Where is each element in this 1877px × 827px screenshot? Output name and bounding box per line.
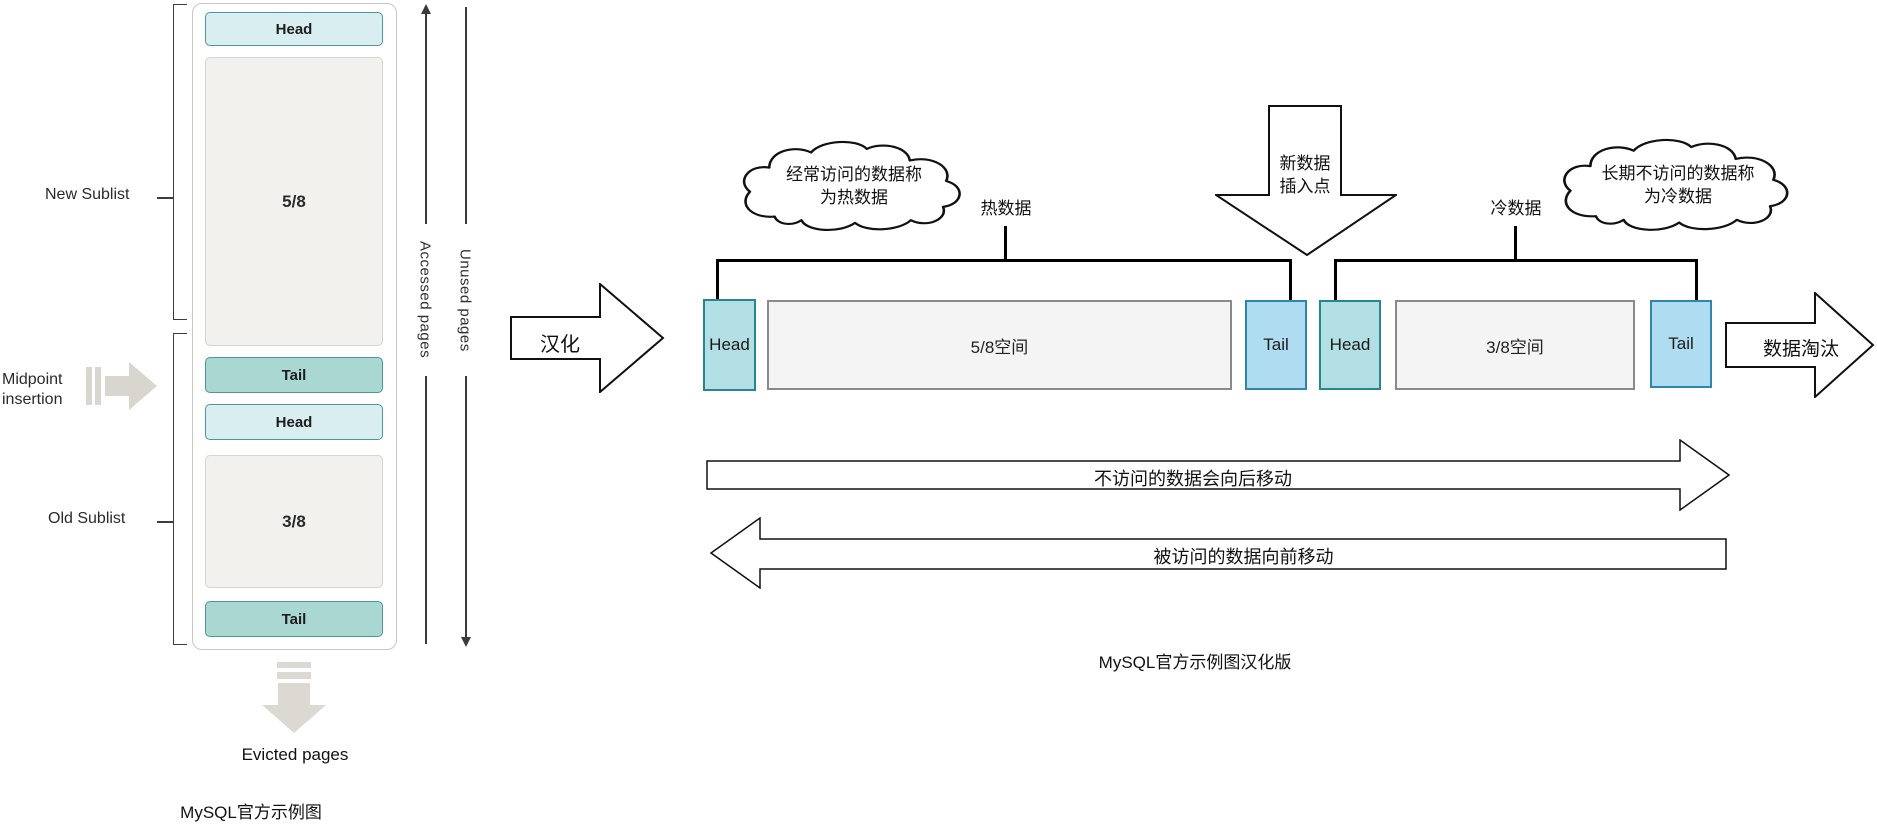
right-diagram-caption: MySQL官方示例图汉化版 xyxy=(1098,653,1292,672)
hot-bracket-right-tick xyxy=(1289,259,1292,301)
new-fraction-label: 5/8 xyxy=(282,191,306,211)
old-sublist-tail-box: Tail xyxy=(205,601,383,637)
cold-label-tick xyxy=(1514,226,1517,262)
accessed-pages-line-top xyxy=(425,13,427,224)
cold-head-box: Head xyxy=(1319,300,1381,390)
evicted-arrow-bar xyxy=(277,662,311,668)
evicted-pages-label: Evicted pages xyxy=(241,745,349,764)
old-sublist-label: Old Sublist xyxy=(48,510,126,527)
accessed-pages-label-wrap: Accessed pages xyxy=(412,226,438,374)
data-eviction-arrow-icon xyxy=(1725,292,1875,398)
hot-bracket-line xyxy=(716,259,1292,262)
hot-label-tick xyxy=(1004,226,1007,262)
midpoint-insertion-label: Midpoint insertion xyxy=(2,371,63,408)
unused-pages-label-wrap: Unused pages xyxy=(452,226,478,374)
cold-data-label: 冷数据 xyxy=(1490,199,1542,218)
translate-arrow-label: 汉化 xyxy=(540,334,580,356)
evicted-arrow-bar xyxy=(277,672,311,679)
hot-head-box: Head xyxy=(703,299,756,391)
midpoint-insertion-arrow-icon xyxy=(105,362,157,410)
new-sublist-head-box: Head xyxy=(205,12,383,46)
move-backward-label: 不访问的数据会向后移动 xyxy=(1094,469,1292,489)
old-tail-label: Tail xyxy=(281,610,307,628)
old-fraction-label: 3/8 xyxy=(282,511,306,531)
unused-pages-line-bottom xyxy=(465,376,467,637)
old-sublist-head-box: Head xyxy=(205,404,383,440)
unused-pages-label: Unused pages xyxy=(456,248,474,352)
accessed-pages-arrowhead-icon xyxy=(421,4,431,14)
new-sublist-bracket xyxy=(173,4,187,320)
midpoint-arrow-bar xyxy=(86,367,92,405)
hot-tail-box: Tail xyxy=(1245,300,1307,390)
new-sublist-tail-box: Tail xyxy=(205,357,383,393)
old-sublist-space-box: 3/8 xyxy=(205,455,383,588)
translate-arrow-icon xyxy=(510,283,665,393)
old-sublist-bracket-dash xyxy=(157,521,173,523)
evicted-pages-arrow-icon xyxy=(262,683,326,733)
midpoint-arrow-bar xyxy=(95,367,101,405)
new-sublist-bracket-dash xyxy=(157,197,173,199)
hot-space-box: 5/8空间 xyxy=(767,300,1232,390)
old-sublist-bracket xyxy=(173,333,187,645)
new-data-insert-label: 新数据 插入点 xyxy=(1279,154,1331,196)
cold-bracket-line xyxy=(1334,259,1698,262)
left-diagram-caption: MySQL官方示例图 xyxy=(180,803,322,822)
data-eviction-label: 数据淘汰 xyxy=(1762,339,1839,360)
new-head-label: Head xyxy=(275,20,313,38)
cold-bracket-right-tick xyxy=(1695,259,1698,301)
new-data-insert-arrow-icon xyxy=(1215,105,1397,256)
cold-data-cloud-text: 长期不访问的数据称 为冷数据 xyxy=(1601,164,1755,206)
hot-bracket-left-tick xyxy=(716,259,719,300)
accessed-pages-label: Accessed pages xyxy=(416,241,434,359)
hot-data-cloud-icon xyxy=(742,140,961,231)
accessed-pages-line-bottom xyxy=(425,376,427,644)
cold-tail-box: Tail xyxy=(1650,300,1712,388)
unused-pages-line-top xyxy=(465,7,467,224)
hot-data-label: 热数据 xyxy=(980,199,1032,218)
new-sublist-label: New Sublist xyxy=(45,186,130,203)
cold-data-cloud-icon xyxy=(1563,138,1789,231)
cold-bracket-left-tick xyxy=(1334,259,1337,301)
move-forward-arrow-icon xyxy=(710,517,1727,589)
new-tail-label: Tail xyxy=(281,366,307,384)
cold-space-box: 3/8空间 xyxy=(1395,300,1635,390)
move-backward-arrow-icon xyxy=(706,439,1730,511)
move-forward-label: 被访问的数据向前移动 xyxy=(1153,547,1334,567)
hot-data-cloud-text: 经常访问的数据称 为热数据 xyxy=(786,165,922,207)
old-head-label: Head xyxy=(275,413,313,431)
unused-pages-arrowhead-icon xyxy=(461,637,471,647)
new-sublist-space-box: 5/8 xyxy=(205,57,383,346)
